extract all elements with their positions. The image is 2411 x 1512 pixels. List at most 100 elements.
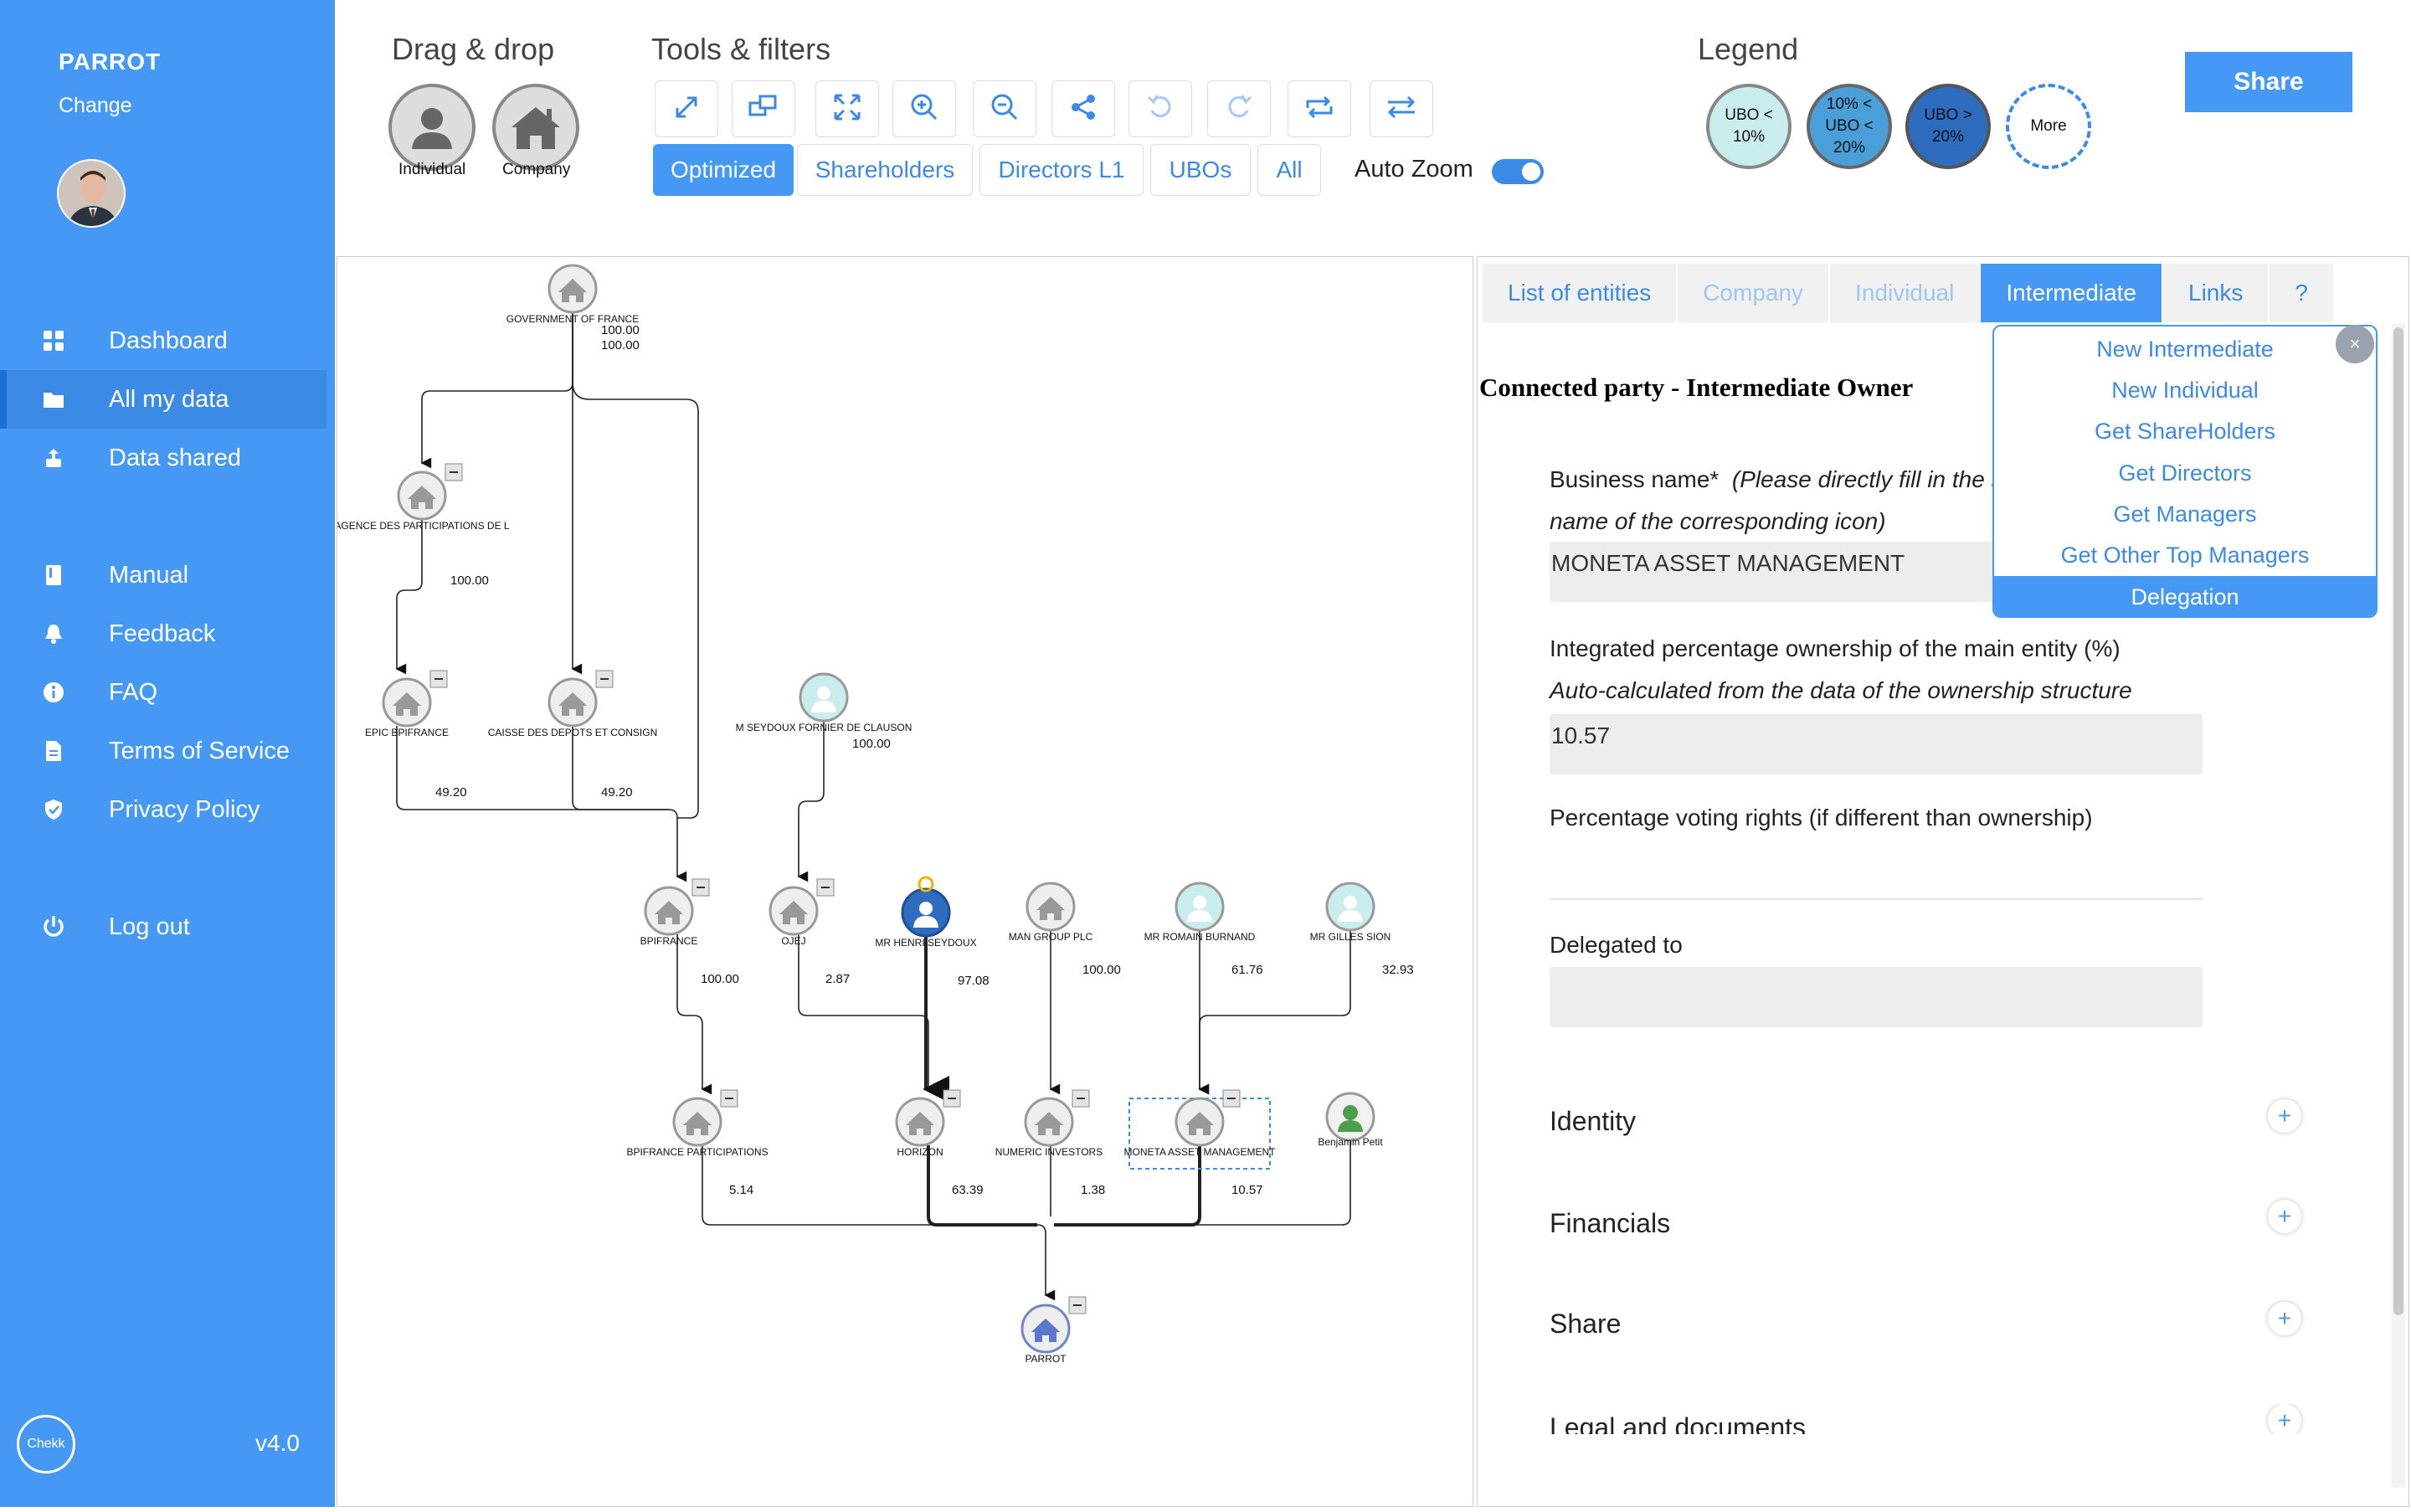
sidebar-item-label: Privacy Policy [109,795,260,823]
ownership-link[interactable] [1054,1140,1351,1226]
node-label: NUMERIC INVESTORS [995,1146,1103,1158]
sidebar-item-logout[interactable]: Log out [0,897,335,956]
redo-button[interactable] [1207,80,1271,137]
ownership-link[interactable] [797,721,825,882]
tab-help[interactable]: ? [2270,264,2333,322]
redo-icon [1224,92,1254,126]
sidebar-item-feedback[interactable]: Feedback [0,604,335,663]
sidebar-item-faq[interactable]: FAQ [0,663,335,722]
tab-company[interactable]: Company [1678,264,1829,322]
menu-new-individual[interactable]: New Individual [2111,378,2259,403]
graph-node-bp[interactable]: Benjamin Petit [1318,1092,1383,1148]
ownership-link[interactable] [798,934,938,1095]
autozoom-toggle[interactable] [1492,159,1544,184]
node-label: MAN GROUP PLC [1009,931,1093,943]
change-link[interactable]: Change [59,94,132,117]
tab-individual[interactable]: Individual [1830,264,1980,322]
expand-identity-button[interactable]: + [2268,1099,2301,1133]
graph-node-parrot[interactable]: PARROT [1020,1296,1087,1365]
panel-scrollbar-thumb[interactable] [2393,327,2403,1315]
ownership-link[interactable] [572,726,669,810]
sidebar-item-dashboard[interactable]: Dashboard [0,311,335,370]
sidebar-item-privacy[interactable]: Privacy Policy [0,780,335,839]
avatar[interactable] [57,159,126,228]
menu-get-shareholders[interactable]: Get ShareHolders [2094,419,2276,444]
sidebar-item-all-my-data[interactable]: All my data [0,370,326,429]
individual-drag-icon[interactable] [388,84,476,171]
section-identity[interactable]: Identity [1550,1106,1637,1136]
close-menu-button[interactable]: × [2336,325,2374,363]
folder-icon [42,388,65,411]
tab-intermediate[interactable]: Intermediate [1981,264,2162,322]
dragdrop-title: Drag & drop [392,32,555,66]
zoom-out-icon [990,92,1020,126]
undo-button[interactable] [1128,80,1192,137]
ownership-input[interactable]: 10.57 [1550,714,2203,774]
share-button[interactable]: Share [2185,52,2352,112]
tab-links[interactable]: Links [2163,264,2269,322]
sidebar-item-manual[interactable]: Manual [0,546,335,604]
menu-get-other-top-managers[interactable]: Get Other Top Managers [2060,543,2310,568]
expand-financials-button[interactable]: + [2268,1200,2301,1233]
ownership-link[interactable] [395,519,423,675]
sidebar-item-data-shared[interactable]: Data shared [0,429,335,487]
expand-legal-button[interactable]: + [2268,1404,2301,1434]
section-legal[interactable]: Legal and documents [1550,1412,1806,1434]
loop-icon [1303,93,1336,126]
legend-more-button[interactable]: More [2006,84,2091,169]
cascade-button[interactable] [732,80,795,137]
zoom-in-button[interactable] [892,80,956,137]
filter-all[interactable]: All [1257,144,1321,196]
section-share[interactable]: Share [1550,1309,1622,1339]
ownership-link[interactable] [420,312,573,469]
zoom-out-button[interactable] [973,80,1036,137]
filter-optimized[interactable]: Optimized [653,144,794,196]
menu-get-directors[interactable]: Get Directors [2118,460,2252,486]
rotate-layout-button[interactable] [1288,80,1351,137]
fit-screen-button[interactable] [815,80,879,137]
node-label: AGENCE DES PARTICIPATIONS DE L [337,520,510,532]
filter-directors-l1[interactable]: Directors L1 [979,144,1144,196]
bell-icon [42,622,65,645]
menu-delegation[interactable]: Delegation [1994,576,2376,616]
tab-list-of-entities[interactable]: List of entities [1483,264,1677,322]
menu-get-managers[interactable]: Get Managers [2113,501,2257,527]
ownership-link[interactable] [927,1145,1037,1227]
share-graph-button[interactable] [1051,80,1115,137]
swap-direction-button[interactable] [1370,80,1433,137]
voting-rights-input[interactable] [1550,898,2203,900]
sidebar-item-terms[interactable]: Terms of Service [0,722,335,780]
filter-shareholders[interactable]: Shareholders [797,144,973,196]
expand-share-button[interactable]: + [2268,1302,2301,1335]
menu-new-intermediate[interactable]: New Intermediate [2096,337,2274,362]
ownership-link[interactable] [396,726,687,882]
section-financials[interactable]: Financials [1550,1208,1671,1238]
delegated-input[interactable] [1550,967,2203,1027]
ownership-link[interactable] [572,312,699,819]
expand-button[interactable] [655,80,718,137]
ownership-link[interactable] [1198,930,1351,1095]
ownership-link[interactable] [676,934,712,1095]
ownership-link[interactable] [702,1145,1056,1301]
filter-ubos[interactable]: UBOs [1150,144,1251,196]
delegated-label: Delegated to [1550,932,1683,958]
ownership-value: 32.93 [1382,963,1414,977]
company-drag-icon[interactable] [492,84,579,171]
fit-screen-icon [832,92,862,126]
